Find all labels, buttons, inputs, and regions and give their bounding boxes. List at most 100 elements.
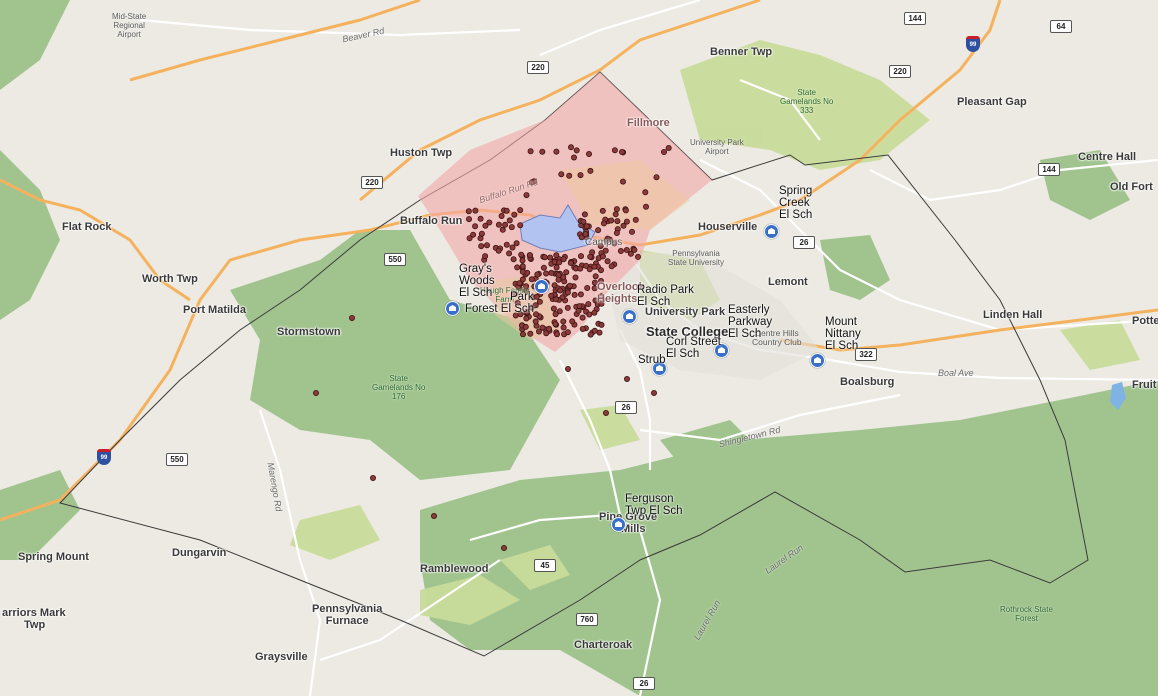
data-point (613, 206, 620, 213)
data-point (611, 147, 618, 154)
data-point (465, 208, 472, 215)
data-point (540, 264, 547, 271)
route-shield-322: 322 (855, 348, 877, 361)
data-point (520, 331, 527, 338)
data-point (486, 219, 493, 226)
data-point (499, 226, 506, 233)
data-point (629, 228, 636, 235)
data-point (470, 231, 477, 238)
data-point (586, 311, 593, 318)
data-point (482, 222, 489, 229)
data-point (560, 318, 567, 325)
data-point (527, 148, 534, 155)
route-shield-144: 144 (904, 12, 926, 25)
data-point (518, 251, 525, 258)
school-marker-park-forest[interactable] (534, 279, 549, 294)
school-marker-ferguson-twp[interactable] (611, 517, 626, 532)
data-point (498, 212, 505, 219)
data-point (556, 308, 563, 315)
data-point (591, 309, 598, 316)
data-point (506, 217, 513, 224)
school-marker-corl-street[interactable] (652, 361, 667, 376)
data-point (546, 325, 553, 332)
label-campus: Campus (585, 237, 623, 248)
data-point (543, 330, 550, 337)
label-port-matilda: Port Matilda (183, 304, 246, 316)
route-shield-26-c: 26 (633, 677, 655, 690)
label-ramblewood: Ramblewood (420, 563, 489, 575)
label-worth-twp: Worth Twp (142, 273, 198, 285)
data-point (603, 409, 610, 416)
data-point (514, 264, 521, 271)
school-marker-grays-woods[interactable] (445, 301, 460, 316)
school-marker-easterly-parkway[interactable] (714, 343, 729, 358)
label-linden-hall: Linden Hall (983, 309, 1043, 321)
data-point (635, 253, 642, 260)
data-point (554, 331, 561, 338)
school-marker-spring-creek[interactable] (764, 224, 779, 239)
label-flat-rock: Flat Rock (62, 221, 112, 233)
data-point (532, 302, 539, 309)
route-shield-26-a: 26 (793, 236, 815, 249)
data-point (592, 273, 599, 280)
label-fillmore: Fillmore (627, 117, 670, 129)
data-point (642, 189, 649, 196)
data-point (511, 211, 518, 218)
data-point (523, 192, 530, 199)
data-point (519, 263, 526, 270)
data-point (506, 250, 513, 257)
school-marker-mount-nittany[interactable] (810, 353, 825, 368)
data-point (603, 237, 610, 244)
school-marker-radio-park[interactable] (622, 309, 637, 324)
data-point (567, 259, 574, 266)
school-district-boundary (59, 71, 1089, 657)
data-point (583, 262, 590, 269)
data-point (523, 283, 530, 290)
data-point (472, 223, 479, 230)
label-strubel: Strub (638, 354, 666, 366)
route-shield-760: 760 (576, 613, 598, 626)
data-point (632, 216, 639, 223)
data-point (623, 218, 630, 225)
data-point (571, 291, 578, 298)
route-shield-220-left: 220 (361, 176, 383, 189)
data-point (502, 221, 509, 228)
label-old-fort: Old Fort (1110, 181, 1153, 193)
data-point (517, 311, 524, 318)
data-point (553, 252, 560, 259)
data-point (478, 243, 485, 250)
data-point (573, 147, 580, 154)
data-point (466, 235, 473, 242)
data-point (555, 276, 562, 283)
data-point (477, 215, 484, 222)
label-fruit: Fruit (1132, 379, 1157, 391)
route-shield-64: 64 (1050, 20, 1072, 33)
data-point (583, 223, 590, 230)
data-point (591, 263, 598, 270)
data-point (577, 172, 584, 179)
data-point (627, 250, 634, 257)
data-point (598, 293, 605, 300)
data-point (548, 292, 555, 299)
data-point (557, 287, 564, 294)
interstate-shield-99-left: 99 (97, 449, 111, 465)
data-point (565, 365, 572, 372)
data-point (569, 318, 576, 325)
data-point (528, 276, 535, 283)
data-point (483, 242, 490, 249)
label-centre-hall: Centre Hall (1078, 151, 1137, 163)
data-point (604, 258, 611, 265)
data-point (564, 304, 571, 311)
data-point (536, 328, 543, 335)
data-point (586, 266, 593, 273)
data-point (508, 224, 515, 231)
data-point (612, 211, 619, 218)
data-point (591, 279, 598, 286)
data-point (519, 268, 526, 275)
